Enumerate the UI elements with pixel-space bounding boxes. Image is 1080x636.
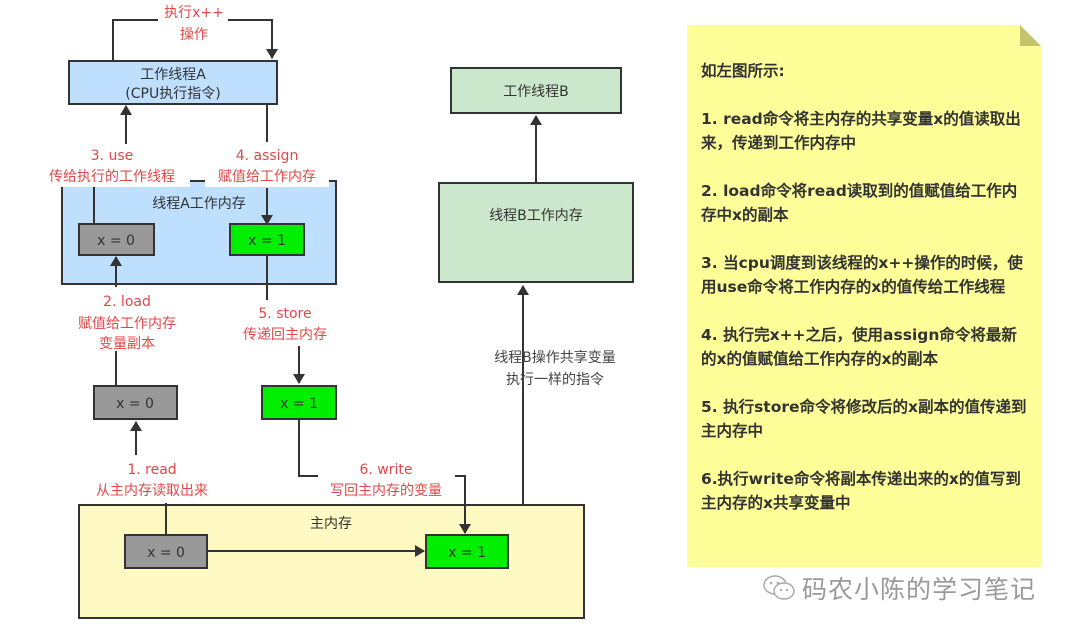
mid-new-value: x = 1	[280, 396, 318, 412]
note-item: 2. load命令将read读取到的值赋值给工作内存中x的副本	[701, 182, 1018, 224]
thread-b-note-line2: 执行一样的指令	[506, 372, 604, 388]
read-label-line1: 1. read	[127, 462, 176, 478]
watermark-text: 码农小陈的学习笔记	[802, 575, 1037, 604]
use-label-line2: 传给执行的工作线程	[49, 169, 175, 185]
load-label-line3: 变量副本	[99, 336, 155, 352]
store-label-line2: 传递回主内存	[243, 327, 327, 343]
write-label-line1: 6. write	[359, 462, 412, 478]
write-line	[298, 419, 318, 477]
note-title: 如左图所示:	[701, 62, 785, 80]
store-label-line1: 5. store	[258, 306, 311, 322]
thread-a-title: 工作线程A	[140, 67, 206, 83]
thread-b-box	[450, 67, 622, 114]
thread-b-memory-box	[438, 182, 634, 283]
note-item: 5. 执行store命令将修改后的x副本的值传递到主内存中	[701, 398, 1027, 440]
load-label-line1: 2. load	[103, 294, 151, 310]
thread-a-box	[68, 60, 278, 105]
load-label-line2: 赋值给工作内存	[78, 316, 176, 332]
op-label-line1: 执行x++	[164, 5, 224, 21]
thread-a-new-value-box	[229, 223, 305, 256]
assign-label-line2: 赋值给工作内存	[218, 169, 316, 185]
note-item: 4. 执行完x++之后，使用assign命令将最新的x的值赋值给工作内存的x的副…	[701, 326, 1017, 368]
thread-b-note-line1: 线程B操作共享变量	[494, 349, 616, 366]
mid-new-value-box	[261, 385, 337, 420]
thread-a-memory-label: 线程A工作内存	[152, 196, 246, 212]
note-item: 3. 当cpu调度到该线程的x++操作的时候，使用use命令将工作内存的x的值传…	[701, 254, 1023, 296]
op-label-line2: 操作	[180, 27, 208, 43]
thread-a-stale-value-box	[78, 223, 155, 256]
write-arrow	[455, 475, 471, 534]
note-item: 6.执行write命令将副本传递出来的x的值写到主内存的x共享变量中	[701, 470, 1021, 512]
note-item: 1. read命令将主内存的共享变量x的值读取出来，传递到工作内存中	[701, 110, 1021, 152]
sticky-note: 如左图所示: 1. read命令将主内存的共享变量x的值读取出来，传递到工作内存…	[687, 25, 1041, 567]
wechat-icon	[763, 575, 795, 600]
main-stale-value: x = 0	[147, 545, 185, 561]
note-fold-corner	[1020, 25, 1041, 46]
thread-a-subtitle: (CPU执行指令)	[125, 86, 220, 102]
main-memory-label: 主内存	[310, 516, 352, 532]
main-new-value-box	[425, 534, 509, 569]
mid-stale-value: x = 0	[116, 396, 154, 412]
thread-a-stale-value: x = 0	[97, 233, 135, 249]
assign-label-line1: 4. assign	[236, 148, 299, 164]
read-label-line2: 从主内存读取出来	[96, 482, 208, 499]
main-stale-value-box	[124, 534, 208, 569]
main-new-value: x = 1	[448, 545, 486, 561]
mid-stale-value-box	[93, 385, 178, 420]
watermark: 码农小陈的学习笔记	[762, 570, 1036, 606]
use-label-line1: 3. use	[91, 148, 134, 164]
write-label-line2: 写回主内存的变量	[330, 483, 442, 499]
store-arrow	[266, 255, 299, 383]
thread-b-label: 工作线程B	[503, 84, 569, 100]
thread-a-new-value: x = 1	[248, 233, 286, 249]
thread-b-memory-label: 线程B工作内存	[489, 208, 583, 224]
